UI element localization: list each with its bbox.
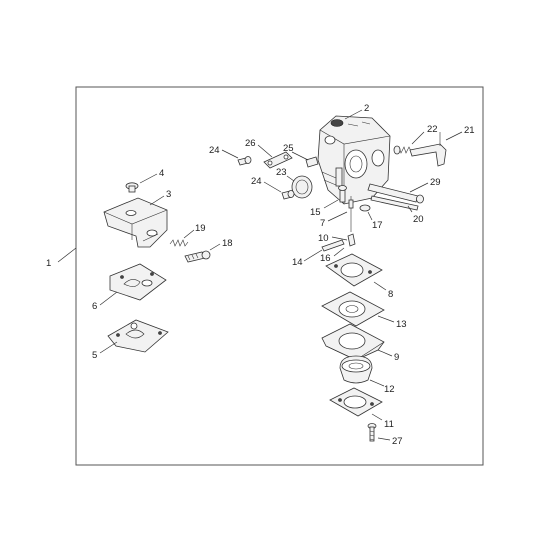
callout-20: 20	[413, 214, 424, 225]
callout-19: 19	[195, 223, 206, 234]
callout-9: 9	[394, 352, 399, 363]
callout-14: 14	[292, 257, 303, 268]
callout-23: 23	[276, 167, 287, 178]
callout-17: 17	[372, 220, 383, 231]
part-27-screw	[367, 423, 377, 442]
part-12-primer-bulb	[339, 355, 373, 384]
part-8-gasket	[325, 253, 383, 287]
part-10-pin	[347, 233, 356, 247]
callout-2: 2	[364, 103, 369, 114]
callout-18: 18	[222, 238, 233, 249]
callout-8: 8	[388, 289, 393, 300]
callout-29: 29	[430, 177, 441, 188]
part-6-gasket	[109, 263, 167, 301]
callout-6: 6	[92, 301, 97, 312]
part-24-screw-upper	[237, 156, 252, 166]
part-9-cover	[321, 323, 385, 361]
callout-7: 7	[320, 218, 325, 229]
part-18-needle	[184, 250, 211, 263]
callout-12: 12	[384, 384, 395, 395]
part-2-screw	[330, 119, 344, 127]
part-7-needle	[348, 196, 354, 232]
part-13-diaphragm	[321, 291, 385, 327]
part-3-cover	[103, 197, 168, 248]
callout-25: 25	[283, 143, 294, 154]
part-20-shaft	[370, 195, 419, 211]
callout-11: 11	[384, 419, 394, 430]
part-11-retainer	[329, 387, 383, 417]
part-14-pin	[321, 239, 345, 252]
part-17-washer	[359, 204, 371, 212]
part-23-disc	[291, 175, 313, 199]
callout-21: 21	[464, 125, 475, 136]
part-29-shaft	[367, 183, 424, 204]
part-24-screw-lower	[281, 190, 295, 200]
callout-4: 4	[159, 168, 164, 179]
part-4-screw	[125, 182, 139, 193]
part-5-diaphragm	[107, 319, 169, 353]
callout-5: 5	[92, 350, 97, 361]
callout-16: 16	[320, 253, 331, 264]
part-21-lever	[409, 132, 447, 167]
part-carburetor-body	[317, 115, 391, 205]
callout-1: 1	[46, 258, 51, 269]
callout-26: 26	[245, 138, 256, 149]
part-22-spring	[393, 145, 412, 155]
part-26-plate	[263, 151, 293, 169]
callout-13: 13	[396, 319, 407, 330]
callout-24b: 24	[251, 176, 262, 187]
callout-27: 27	[392, 436, 403, 447]
part-15-screw	[338, 185, 347, 203]
part-25-screw	[305, 156, 319, 168]
part-19-spring	[169, 239, 189, 247]
callout-22: 22	[427, 124, 438, 135]
callout-3: 3	[166, 189, 171, 200]
callout-24a: 24	[209, 145, 220, 156]
assembly-frame	[75, 86, 484, 466]
callout-15: 15	[310, 207, 321, 218]
callout-10: 10	[318, 233, 329, 244]
